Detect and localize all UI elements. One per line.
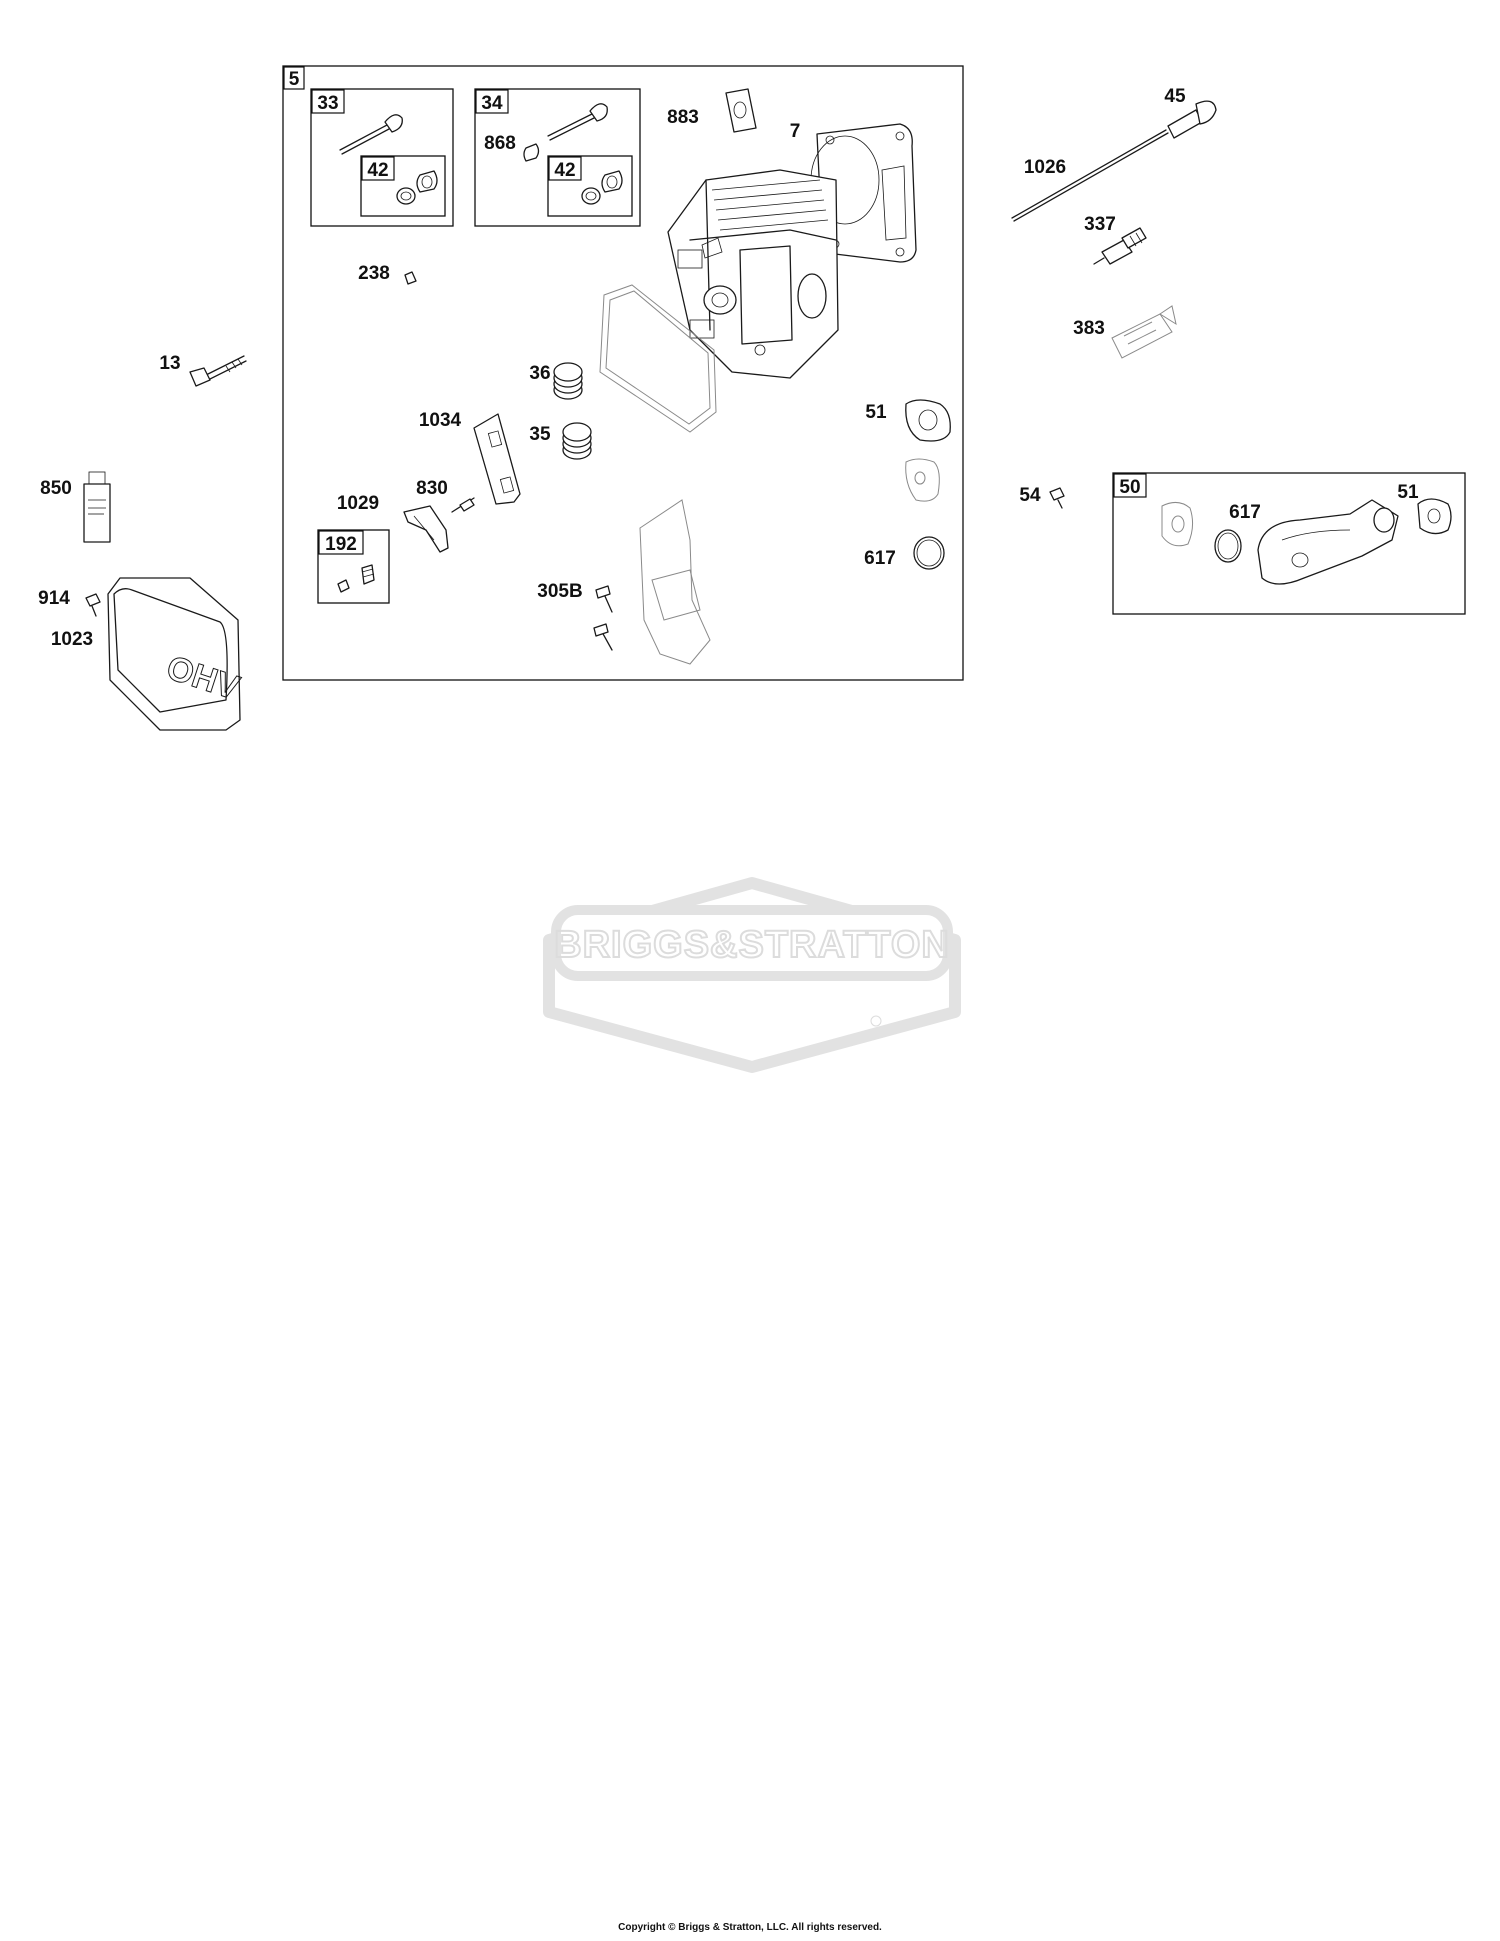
plug-part-238[interactable] (404, 271, 417, 285)
group-5-label[interactable]: 5 (289, 69, 300, 90)
group-33-tag (311, 89, 345, 114)
callout-305B[interactable]: 305B (537, 581, 582, 602)
manifold-gasket-ghost (1161, 502, 1194, 547)
sealant-tube-part[interactable] (83, 471, 111, 543)
brand-watermark-logo: BRIGGS&STRATTON (543, 877, 961, 1073)
callout-830[interactable]: 830 (416, 478, 448, 499)
air-guide-ghost (639, 499, 711, 665)
callout-36[interactable]: 36 (529, 363, 550, 384)
group-5-tag (283, 66, 305, 90)
intake-valve-part[interactable] (547, 103, 608, 141)
callout-13[interactable]: 13 (159, 353, 180, 374)
callout-883[interactable]: 883 (667, 107, 699, 128)
push-rod-part[interactable] (1011, 100, 1217, 222)
air-guide-bolt-part[interactable] (593, 585, 613, 651)
callout-914[interactable]: 914 (38, 588, 70, 609)
exhaust-valve-part[interactable] (339, 114, 403, 155)
callout-1029[interactable]: 1029 (337, 493, 379, 514)
spark-plug-cap-ghost[interactable] (1111, 305, 1177, 359)
group-34-tag (475, 89, 509, 114)
callout-850[interactable]: 850 (40, 478, 72, 499)
callout-238[interactable]: 238 (358, 263, 390, 284)
valve-seal-part-a[interactable] (396, 170, 438, 205)
callout-1026[interactable]: 1026 (1024, 157, 1066, 178)
group-50-frame (1112, 472, 1466, 615)
intake-gasket-part[interactable] (725, 88, 757, 133)
group-42a-label[interactable]: 42 (367, 160, 388, 181)
exhaust-ring-part-a[interactable] (913, 536, 945, 570)
rocker-stud-part[interactable] (451, 497, 475, 513)
group-34-frame (474, 88, 641, 227)
exhaust-gasket-part-a[interactable] (905, 399, 951, 442)
spark-plug-part[interactable] (1093, 227, 1147, 265)
group-5-frame (282, 65, 964, 681)
group-42b-tag (548, 156, 582, 181)
callout-51-b[interactable]: 51 (1397, 482, 1419, 503)
callout-1023[interactable]: 1023 (51, 629, 93, 650)
group-192-tag (318, 530, 364, 555)
group-42b-frame (547, 155, 633, 217)
callout-45[interactable]: 45 (1164, 86, 1186, 107)
push-rod-guide-part[interactable] (473, 413, 521, 505)
callout-35[interactable]: 35 (529, 424, 551, 445)
valve-seal-part-b[interactable] (581, 170, 623, 205)
exhaust-manifold-part[interactable] (1257, 499, 1399, 585)
callout-617-b[interactable]: 617 (1229, 502, 1261, 523)
rocker-cover-part[interactable]: OHV (107, 577, 245, 731)
valve-keeper-part[interactable] (523, 143, 540, 162)
exhaust-ring-part-b[interactable] (1214, 529, 1242, 563)
rocker-nut-set-part[interactable] (337, 564, 375, 593)
callout-617-a[interactable]: 617 (864, 548, 896, 569)
group-42a-frame (360, 155, 446, 217)
brand-watermark-text: BRIGGS&STRATTON (554, 924, 950, 966)
callout-868[interactable]: 868 (484, 133, 516, 154)
exhaust-gasket-ghost (905, 458, 940, 502)
group-192-frame (317, 529, 390, 604)
group-50-tag (1113, 473, 1147, 498)
group-34-label[interactable]: 34 (481, 93, 503, 114)
group-42b-label[interactable]: 42 (554, 160, 575, 181)
rocker-arm-part[interactable] (403, 505, 449, 553)
group-50-label[interactable]: 50 (1119, 477, 1140, 498)
callout-51-a[interactable]: 51 (865, 402, 887, 423)
head-bolt-part[interactable] (189, 355, 247, 387)
valve-spring-part-36[interactable] (553, 362, 583, 400)
callout-337[interactable]: 337 (1084, 214, 1116, 235)
rocker-cover-gasket-part[interactable] (599, 284, 717, 433)
exhaust-gasket-part-b[interactable] (1417, 498, 1452, 535)
valve-spring-part-35[interactable] (562, 422, 592, 460)
copyright-notice: Copyright © Briggs & Stratton, LLC. All … (618, 1922, 882, 1933)
callout-383[interactable]: 383 (1073, 318, 1105, 339)
cover-screw-part[interactable] (85, 593, 101, 617)
group-42a-tag (361, 156, 395, 181)
callout-54[interactable]: 54 (1019, 485, 1041, 506)
manifold-screw-part[interactable] (1049, 487, 1065, 509)
group-192-label[interactable]: 192 (325, 534, 357, 555)
callout-1034[interactable]: 1034 (419, 410, 462, 431)
group-33-frame (310, 88, 454, 227)
group-33-label[interactable]: 33 (317, 93, 338, 114)
cylinder-head-part[interactable] (667, 169, 839, 379)
callout-7[interactable]: 7 (790, 121, 801, 142)
